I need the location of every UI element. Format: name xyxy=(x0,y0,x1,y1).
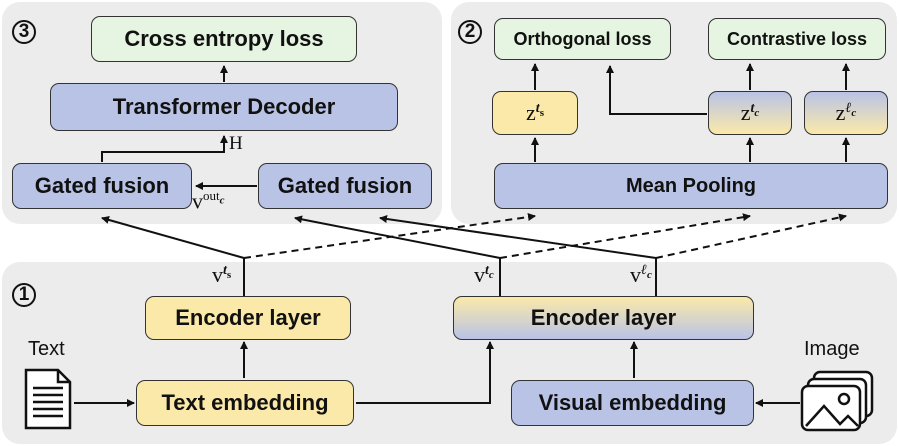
encoder-layer-text-box: Encoder layer xyxy=(145,296,351,340)
image-label: Image xyxy=(804,338,860,360)
label-h: H xyxy=(229,133,243,154)
gated-fusion-right-box: Gated fusion xyxy=(258,163,432,209)
document-icon xyxy=(24,368,72,430)
z-tc-box: ztc xyxy=(708,91,792,135)
dashed-vtc-to-pool xyxy=(499,213,751,259)
visual-embedding-box: Visual embedding xyxy=(511,380,754,426)
dashed-vts-to-pool xyxy=(243,213,536,259)
panel-number-1: 1 xyxy=(12,283,36,307)
text-label: Text xyxy=(28,338,65,360)
text-embedding-box: Text embedding xyxy=(136,380,354,426)
arrow-textemb-to-visual-encoder xyxy=(356,341,494,404)
z-lc-box: zℓc xyxy=(804,91,888,135)
contrastive-loss-box: Contrastive loss xyxy=(708,18,886,60)
arrow-ztc-to-ortho xyxy=(606,65,707,115)
dashed-vlc-to-pool xyxy=(655,213,847,259)
transformer-decoder-box: Transformer Decoder xyxy=(50,83,398,131)
panel-number-3: 3 xyxy=(12,20,36,44)
label-v-out: voutc xyxy=(192,188,225,214)
panel-number-2: 2 xyxy=(458,20,482,44)
line-vts-to-left-fusion xyxy=(101,216,245,259)
label-v-tc: vtc xyxy=(474,262,494,287)
image-stack-icon xyxy=(800,370,874,432)
label-v-ts: vts xyxy=(212,262,232,287)
label-v-lc: vℓc xyxy=(630,262,652,287)
line-vtc-to-right-fusion xyxy=(294,215,501,259)
z-ts-box: zts xyxy=(492,91,578,135)
mean-pooling-box: Mean Pooling xyxy=(494,163,888,209)
gated-fusion-left-box: Gated fusion xyxy=(12,163,192,209)
arrow-fusion-to-decoder xyxy=(101,135,228,162)
cross-entropy-loss-box: Cross entropy loss xyxy=(91,16,357,62)
orthogonal-loss-box: Orthogonal loss xyxy=(494,18,671,60)
encoder-layer-visual-box: Encoder layer xyxy=(453,296,754,340)
line-vlc-to-right-fusion xyxy=(379,215,657,259)
